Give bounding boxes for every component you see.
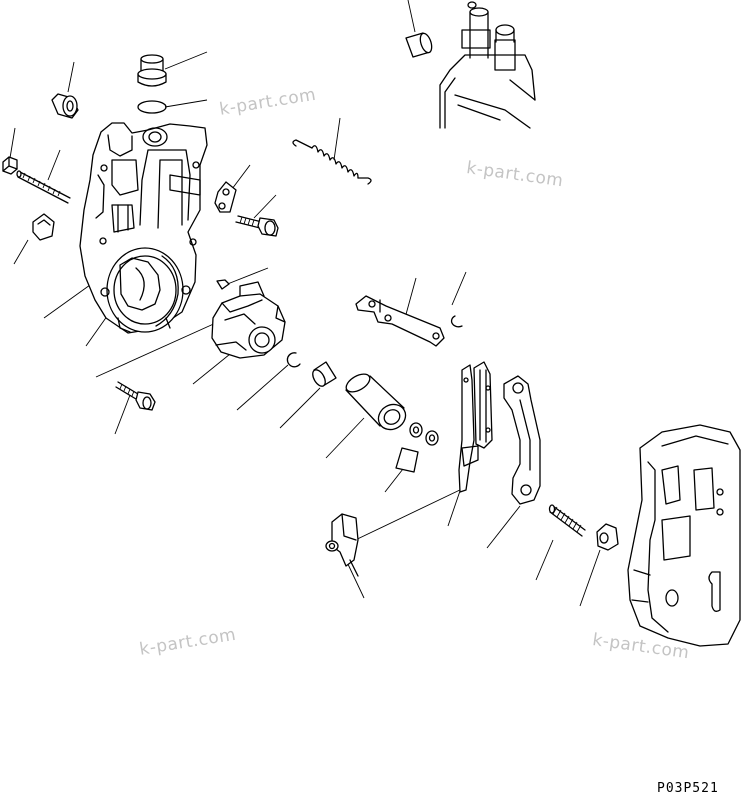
stud-bolt-part xyxy=(16,170,71,204)
plug-part xyxy=(137,54,167,87)
lever-part xyxy=(458,361,493,493)
flyweight-part xyxy=(211,281,286,359)
hex-bolt-part xyxy=(115,381,156,411)
bracket-part xyxy=(325,513,359,577)
grommet-part xyxy=(51,93,79,119)
adjusting-screw-part xyxy=(548,504,586,537)
washer-part xyxy=(409,422,439,446)
screw-bolt-part xyxy=(235,215,279,237)
clip-part xyxy=(32,213,55,241)
shim-part xyxy=(395,447,419,473)
sleeve-part xyxy=(405,32,433,58)
snap-ring-part xyxy=(286,352,301,368)
pump-head-assembly xyxy=(439,1,536,129)
pin-part xyxy=(216,279,230,290)
governor-cover xyxy=(627,424,741,647)
floating-lever-part xyxy=(503,375,541,505)
nut-part xyxy=(2,156,18,175)
link-plate-part xyxy=(355,295,445,347)
bracket-plate-part xyxy=(214,181,237,213)
tension-spring-part xyxy=(292,139,372,185)
governor-housing xyxy=(79,122,208,334)
e-clip-part xyxy=(450,315,463,328)
sleeve-collar-part xyxy=(345,373,407,431)
diagram-code: P03P521 xyxy=(657,781,719,796)
lock-nut-part xyxy=(596,523,619,551)
bushing-part xyxy=(312,361,337,387)
o-ring-part xyxy=(137,100,167,114)
